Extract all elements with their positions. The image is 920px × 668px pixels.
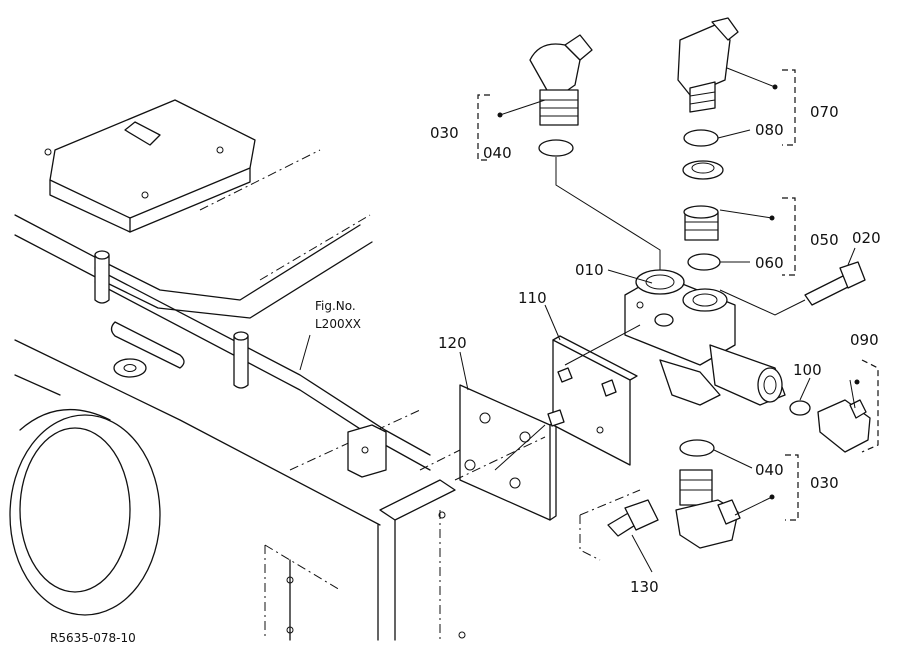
label-020: 020: [852, 229, 881, 247]
fitting-130: [579, 489, 659, 561]
label-030-top: 030: [430, 124, 459, 142]
figure-reference: Fig.No. L200XX: [315, 299, 361, 331]
bolt-020: [804, 261, 866, 306]
elbow-fitting-030-top: [529, 34, 593, 126]
label-010: 010: [575, 261, 604, 279]
valve-body-010: [624, 269, 786, 406]
plug-050: [683, 205, 719, 241]
label-070: 070: [810, 103, 839, 121]
leader-lines: [299, 67, 860, 573]
fitting-090: [817, 399, 871, 453]
plate-110: [547, 335, 638, 466]
elbow-fitting-030-bottom: [675, 469, 741, 549]
fig-ref-line1: Fig.No.: [315, 299, 356, 313]
plate-120: [454, 384, 557, 521]
bracket-050: [782, 197, 796, 276]
label-110: 110: [518, 289, 547, 307]
label-100: 100: [793, 361, 822, 379]
bracket-090: [861, 359, 879, 453]
fig-ref-line2: L200XX: [315, 317, 361, 331]
o-ring-040-top: [538, 139, 574, 157]
seat-washer: [682, 160, 724, 180]
label-050: 050: [810, 231, 839, 249]
bracket-070: [782, 69, 796, 146]
label-030-bottom: 030: [810, 474, 839, 492]
label-040-bottom: 040: [755, 461, 784, 479]
label-080: 080: [755, 121, 784, 139]
o-ring-080: [683, 129, 719, 147]
o-ring-100: [789, 400, 811, 416]
elbow-070: [677, 17, 739, 113]
drawing-id: R5635-078-10: [50, 631, 136, 645]
label-040-top: 040: [483, 144, 512, 162]
label-120: 120: [438, 334, 467, 352]
part-labels: 030 040 070 080 050 020 060 010 110 120 …: [430, 103, 881, 596]
o-ring-060: [687, 253, 721, 271]
o-ring-040-bottom: [679, 439, 715, 457]
tractor-frame: [9, 99, 466, 641]
label-090: 090: [850, 331, 879, 349]
label-130: 130: [630, 578, 659, 596]
bracket-030-top: [477, 94, 490, 161]
label-060: 060: [755, 254, 784, 272]
bracket-030-bottom: [785, 454, 799, 521]
